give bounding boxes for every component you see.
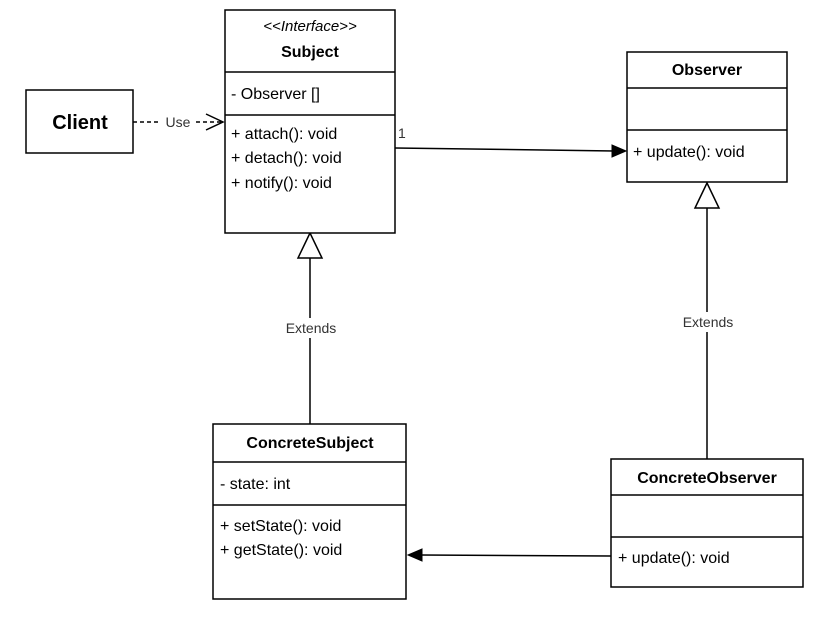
extends-subject-generalization: Extends — [276, 231, 346, 424]
observer-name: Observer — [672, 62, 742, 79]
concrete-observer-method: + update(): void — [618, 550, 730, 567]
concrete-subject-method: + setState(): void — [220, 518, 341, 535]
subject-method: + notify(): void — [231, 175, 332, 192]
subject-method: + detach(): void — [231, 150, 342, 167]
observer-class[interactable]: Observer + update(): void — [626, 51, 788, 183]
observer-method: + update(): void — [633, 144, 745, 161]
concrete-subject-method: + getState(): void — [220, 542, 342, 559]
client-class[interactable]: Client — [25, 89, 134, 154]
extends-observer-generalization: Extends — [673, 181, 743, 459]
extends-subject-label: Extends — [286, 320, 337, 336]
subject-class[interactable]: <<Interface>> Subject - Observer [] + at… — [224, 9, 396, 234]
use-dependency: Use — [133, 113, 225, 131]
subject-stereotype: <<Interface>> — [263, 18, 357, 35]
subject-attribute: - Observer [] — [231, 86, 320, 103]
concrete-subject-name: ConcreteSubject — [246, 435, 374, 452]
concrete-subject-class[interactable]: ConcreteSubject - state: int + setState(… — [212, 423, 407, 600]
subject-name: Subject — [281, 44, 339, 61]
concrete-observer-name: ConcreteObserver — [637, 470, 777, 487]
extends-observer-label: Extends — [683, 314, 734, 330]
concrete-observer-class[interactable]: ConcreteObserver + update(): void — [610, 458, 804, 588]
multiplicity-label: 1 — [398, 125, 406, 141]
subject-method: + attach(): void — [231, 126, 337, 143]
client-name: Client — [52, 112, 108, 134]
concrete-observer-subject-association — [406, 548, 612, 562]
subject-observer-association: 1 — [394, 125, 628, 158]
use-label: Use — [166, 114, 191, 130]
concrete-subject-attribute: - state: int — [220, 476, 291, 493]
